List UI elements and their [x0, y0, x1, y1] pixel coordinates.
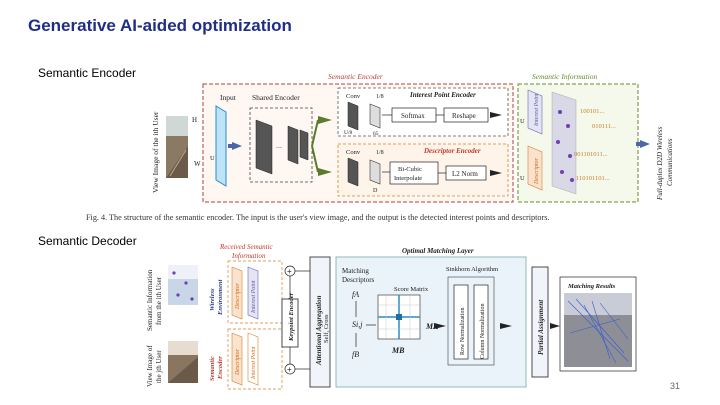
bit-string-1: 100101...	[580, 108, 605, 115]
row-normalization-box	[453, 284, 469, 360]
fa-label: fA	[352, 290, 359, 299]
reshape-box	[443, 107, 489, 123]
input-u: U	[210, 155, 215, 162]
optimal-matching-title: Optimal Matching Layer	[402, 247, 474, 255]
svg-text:...: ...	[276, 143, 282, 150]
self-cross-label: Self, Cross	[323, 314, 330, 343]
si-u2: U	[520, 175, 525, 182]
dec-descriptor-top: Descriptor	[235, 282, 241, 310]
interpolate-label: Interpolate	[394, 175, 422, 182]
ip-one-eighth: 1/8	[376, 94, 384, 100]
bicubic-label: Bi-Cubic	[398, 166, 422, 173]
encoder-label: Encoder	[217, 356, 224, 380]
environment-label: Environment	[217, 279, 224, 316]
semantic-encoder-title: Semantic Encoder	[328, 72, 383, 81]
encoder-left-caption: View Image of the ith User	[151, 111, 160, 193]
bit-string-4: 110101101...	[576, 175, 610, 182]
semantic-encoder-figure: View Image of the ith User H W Semantic …	[151, 72, 674, 203]
si-u1: U	[520, 118, 525, 125]
score-matrix-grid	[377, 294, 421, 340]
matching-desc-1: Matching	[342, 267, 369, 275]
shared-encoder-box	[249, 107, 313, 183]
shared-encoder-label: Shared Encoder	[252, 93, 300, 102]
dec-descriptor-plane-bottom	[231, 332, 243, 386]
sinkhorn-box	[447, 276, 495, 366]
interest-point-encoder-label: Interest Point Encoder	[409, 91, 476, 99]
side-caption-1: Full-duplex D2D Wireless	[656, 126, 664, 201]
dec-semantic-info-1: Semantic Information	[146, 269, 154, 331]
dec-descriptor-bottom: Descriptor	[235, 348, 241, 376]
attentional-label: Attentional Aggregation	[315, 295, 323, 366]
matching-results-image	[564, 293, 632, 367]
encoder-view-image	[166, 116, 188, 178]
semantic-information-title: Semantic Information	[532, 72, 597, 81]
keypoint-encoder-label: Keypoint Encoder	[288, 292, 295, 342]
decoder-section-label: Semantic Decoder	[38, 234, 137, 248]
partial-assignment-label: Partial Assignment	[537, 299, 545, 355]
received-2: Information	[231, 252, 266, 260]
dec-top-image	[168, 265, 198, 305]
partial-assignment-box	[531, 266, 549, 378]
l2norm-box	[445, 165, 487, 181]
received-1: Received Semantic	[219, 243, 274, 251]
dec-interest-plane-bottom	[247, 332, 259, 386]
de-one-eighth: 1/8	[376, 150, 384, 156]
reshape-label: Reshape	[452, 112, 476, 120]
mb-label: MB	[391, 346, 405, 355]
attentional-aggregation-box	[309, 256, 331, 388]
sinkhorn-label: Sinkhorn Algorithm	[446, 266, 498, 273]
column-normalization-box	[473, 284, 489, 360]
softmax-label: Softmax	[401, 112, 425, 120]
ip-u8: U/8	[344, 130, 353, 136]
keypoint-image	[551, 91, 577, 195]
svg-text:+: +	[287, 365, 292, 374]
svg-text:+: +	[287, 267, 292, 276]
descriptor-encoder-label: Descriptor Encoder	[423, 147, 481, 155]
si-interest-point: Interest Point	[534, 93, 540, 127]
semantic-decoder-figure: Semantic Information from the ith User V…	[146, 243, 637, 390]
dec-view-image-2: the jth User	[155, 350, 163, 383]
dec-interest-top: Interest Point	[251, 280, 257, 314]
si-descriptor: Descriptor	[534, 157, 540, 185]
matching-desc-2: Descriptors	[342, 276, 375, 284]
sij-label: Si,j	[352, 320, 363, 329]
side-caption-2: Communications	[666, 138, 674, 186]
interest-point-plane	[527, 89, 543, 135]
ma-label: MA	[425, 322, 439, 331]
encoder-section-label: Semantic Encoder	[38, 66, 137, 80]
semantic-label: Semantic	[209, 356, 216, 381]
ip-conv-label: Conv	[346, 93, 361, 100]
dec-bottom-image	[168, 341, 198, 383]
fb-label: fB	[352, 350, 359, 359]
dim-w: W	[194, 160, 201, 168]
bit-string-3: 001101011...	[574, 151, 608, 158]
dec-semantic-info-2: from the ith User	[155, 276, 163, 325]
slide-title: Generative AI-aided optimization	[28, 16, 292, 35]
col-norm-label: Column Normalization	[480, 304, 486, 360]
dec-interest-plane-top	[247, 266, 259, 320]
descriptor-plane	[527, 145, 543, 191]
de-conv-label: Conv	[346, 149, 361, 156]
figure-caption: Fig. 4. The structure of the semantic en…	[86, 213, 550, 222]
input-plane	[215, 105, 227, 187]
dec-interest-bottom: Interest Point	[251, 346, 257, 380]
dec-descriptor-plane-top	[231, 266, 243, 320]
de-d: D	[373, 188, 378, 194]
page-number: 31	[669, 381, 680, 391]
input-label: Input	[220, 93, 237, 102]
matching-results-label: Matching Results	[567, 283, 616, 290]
bit-string-2: 010111...	[592, 123, 616, 130]
dim-h: H	[192, 116, 197, 124]
ip-65: 65	[373, 131, 379, 137]
score-matrix-label: Score Matrix	[394, 286, 429, 293]
l2norm-label: L2 Norm	[452, 170, 478, 178]
row-norm-label: Row Normalization	[460, 308, 466, 356]
dec-view-image-1: View Image of	[146, 345, 154, 387]
wireless-label: Wireless	[209, 288, 216, 311]
